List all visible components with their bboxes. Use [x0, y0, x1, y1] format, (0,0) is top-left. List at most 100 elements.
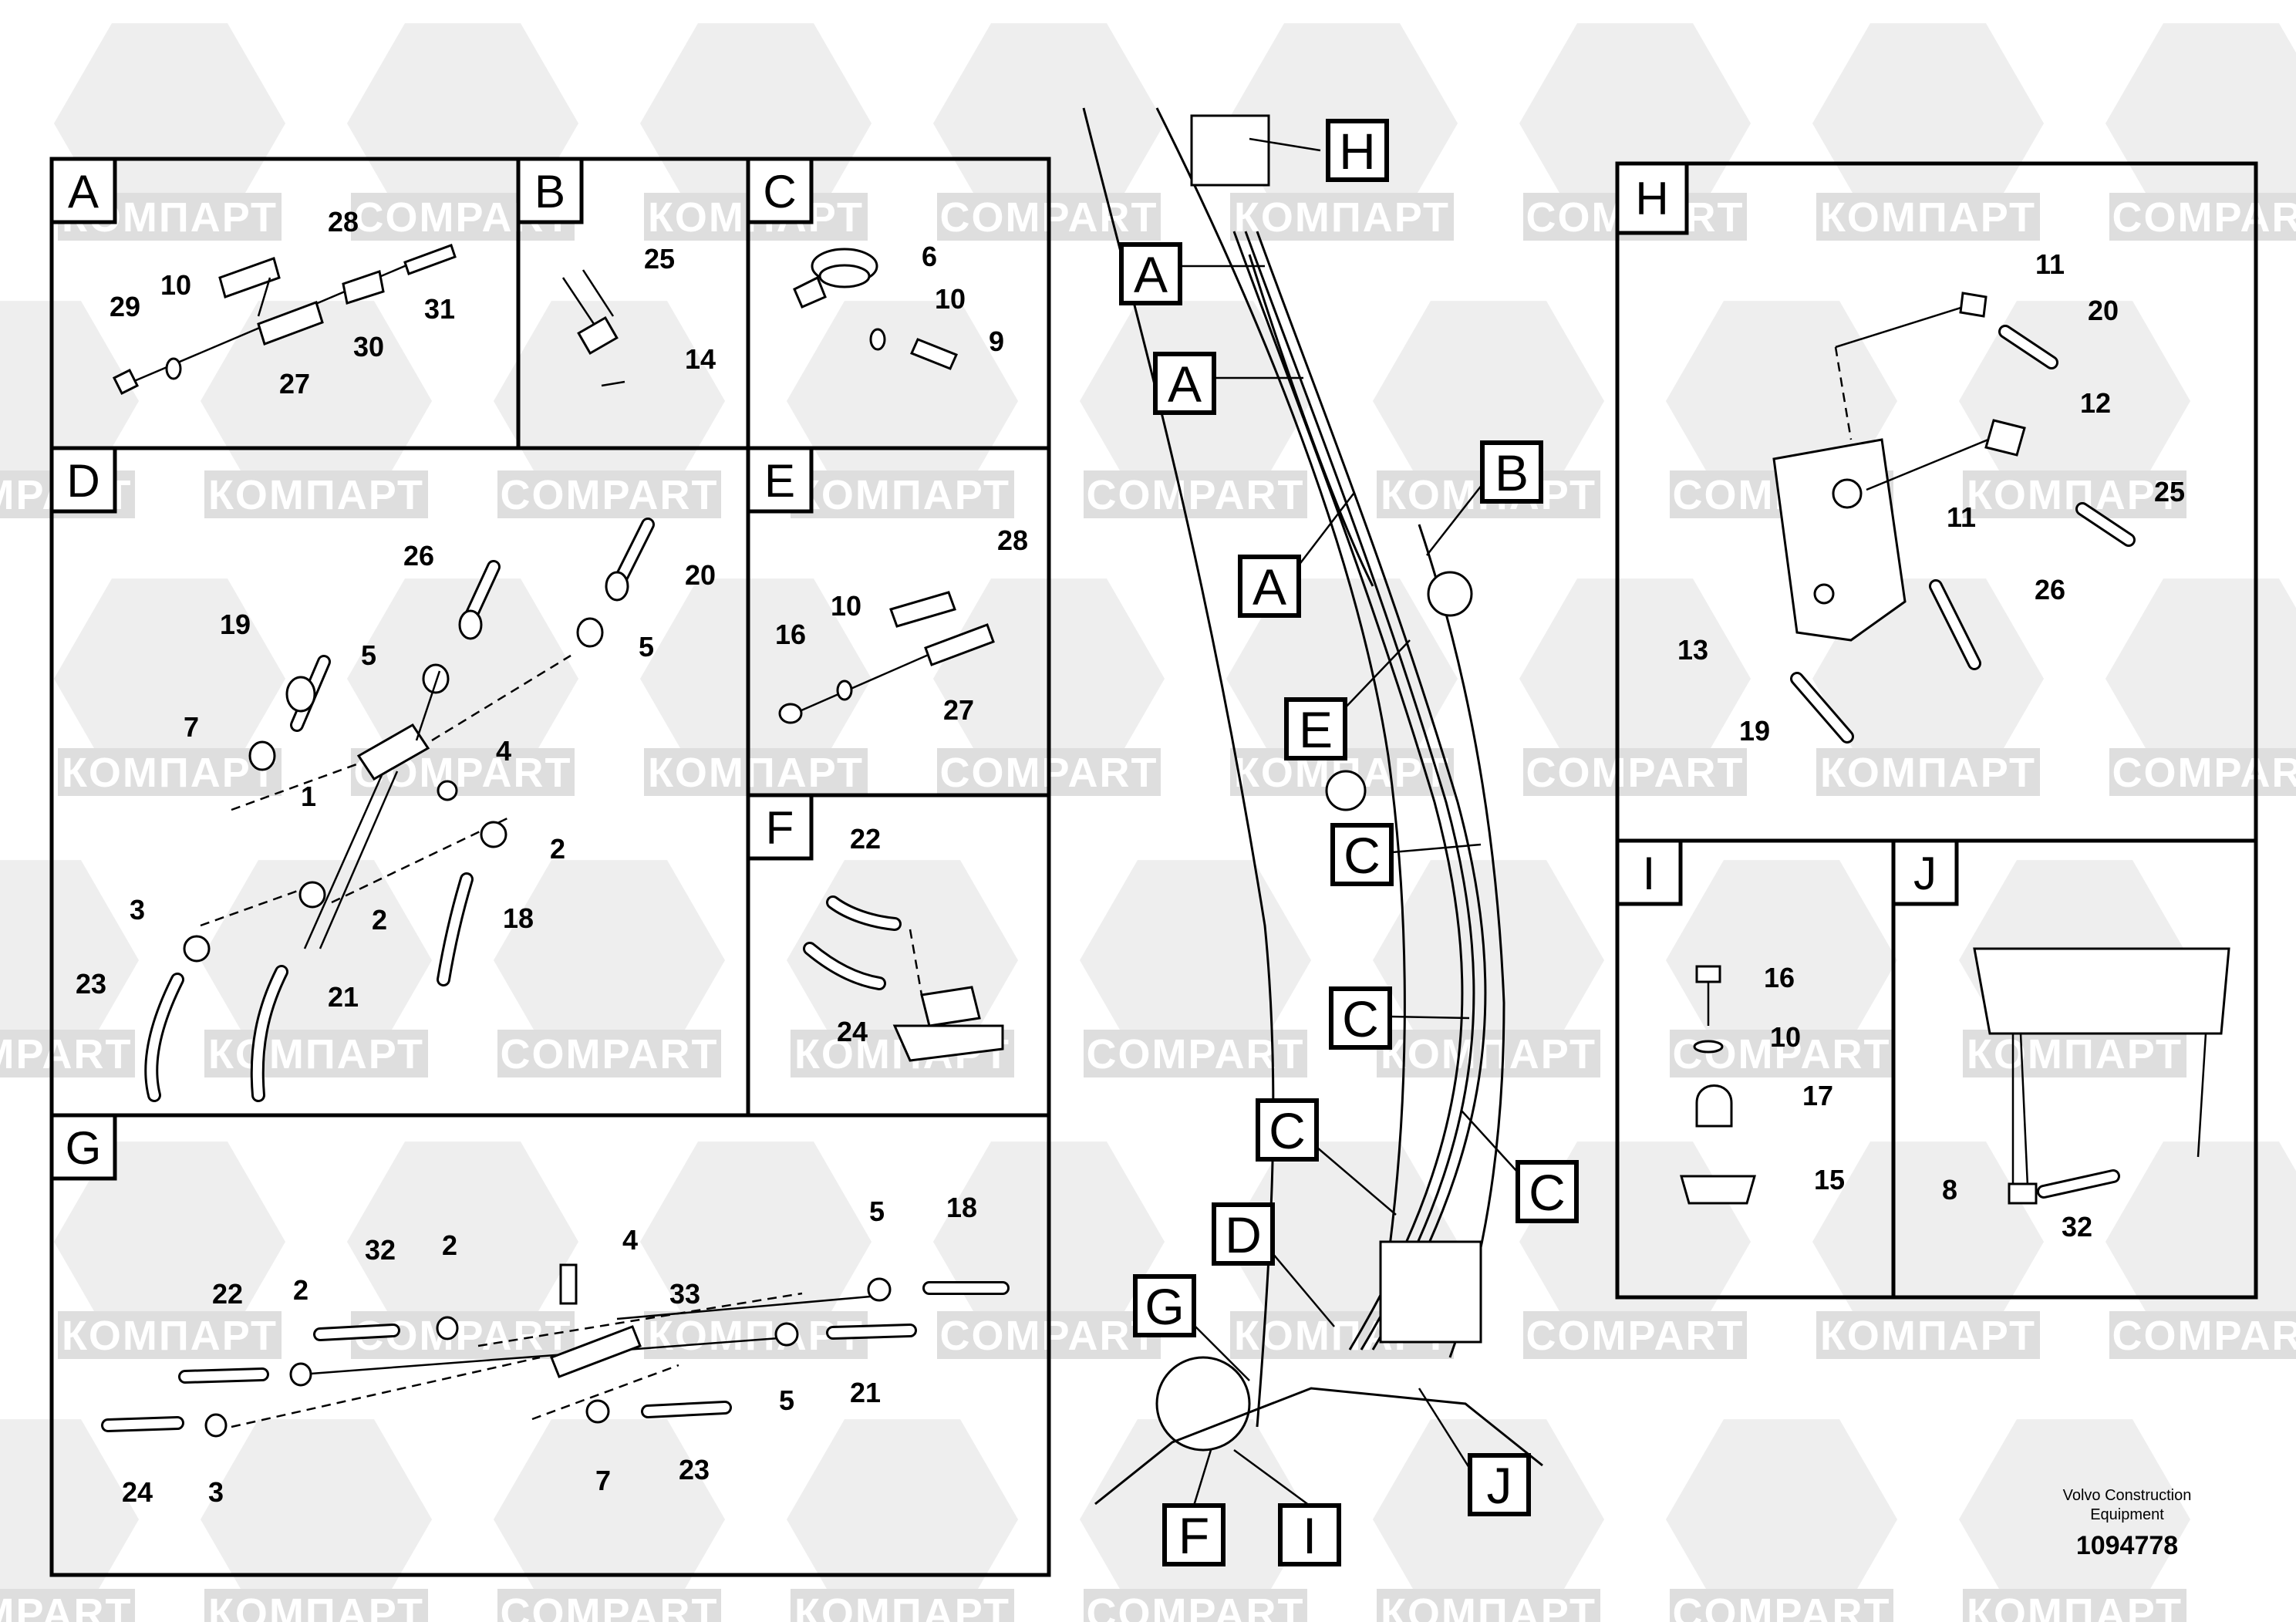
watermark-bar [1963, 470, 2186, 518]
callout-C: C [1256, 1098, 1319, 1162]
watermark-hex [201, 1419, 432, 1620]
panel-G-parts [101, 1263, 1010, 1438]
watermark-text: COMPART [501, 1590, 719, 1622]
part-number-G: 33 [669, 1278, 700, 1310]
part-number-D: 26 [403, 540, 434, 572]
part-number-G: 22 [212, 1278, 243, 1310]
watermark-bar [1670, 1589, 1893, 1622]
watermark-hex [2106, 23, 2296, 224]
watermark-text: КОМПАРТ [1381, 1031, 1596, 1077]
part-number-D: 7 [184, 711, 199, 743]
watermark-bar [497, 1030, 721, 1077]
callout-E: E [1284, 697, 1347, 760]
watermark-bar [644, 748, 868, 796]
watermark-hex [0, 1419, 139, 1620]
panel-tag-E: E [764, 455, 795, 507]
drawing-number: 1094778 [2076, 1531, 2178, 1560]
watermark-bar [2109, 193, 2296, 241]
watermark-hex [787, 1419, 1018, 1620]
part-number-D: 5 [361, 639, 376, 671]
watermark-hex [201, 860, 432, 1061]
watermark-bar [1084, 470, 1307, 518]
callout-C: C [1329, 986, 1392, 1050]
callout-label: F [1178, 1507, 1209, 1564]
part-number-D: 23 [76, 968, 106, 1000]
part-number-C: 6 [922, 241, 937, 272]
watermark-bar [791, 470, 1014, 518]
watermark-hex [1666, 860, 1897, 1061]
watermark-hex [347, 1141, 578, 1342]
part-number-E: 28 [997, 524, 1028, 556]
watermark-hex [1812, 1141, 2044, 1342]
part-number-H: 13 [1677, 634, 1708, 666]
callout-A: A [1119, 242, 1182, 305]
callout-D: D [1212, 1202, 1275, 1266]
part-number-G: 2 [293, 1274, 308, 1306]
watermark-text: COMPART [1526, 1313, 1745, 1359]
part-number-E: 10 [831, 590, 861, 622]
watermark-bar [0, 1030, 135, 1077]
watermark-text: COMPART [2112, 1313, 2296, 1359]
part-number-E: 16 [775, 619, 806, 650]
panel-A-parts [112, 244, 457, 396]
watermark-bar [1670, 1030, 1893, 1077]
part-number-I: 10 [1770, 1021, 1801, 1053]
watermark-hex [494, 860, 725, 1061]
panel-D-parts [144, 518, 655, 1102]
callout-G: G [1133, 1274, 1196, 1337]
watermark-bar [204, 470, 428, 518]
callout-label: B [1495, 444, 1529, 501]
watermark-text: COMPART [2112, 750, 2296, 796]
watermark-bar [1084, 1589, 1307, 1622]
part-number-H: 19 [1739, 715, 1770, 747]
part-number-D: 18 [503, 902, 534, 934]
watermark-bar [1816, 748, 2040, 796]
watermark-text: КОМПАРТ [1967, 1590, 2183, 1622]
watermark-text: КОМПАРТ [1967, 1031, 2183, 1077]
part-number-D: 4 [496, 735, 511, 767]
watermark-bar [1816, 1311, 2040, 1359]
callout-label: D [1225, 1206, 1262, 1263]
part-number-D: 3 [130, 894, 145, 926]
part-number-D: 2 [550, 833, 565, 865]
callout-label: C [1344, 827, 1381, 884]
watermark-bar [204, 1589, 428, 1622]
callout-label: A [1168, 356, 1202, 413]
part-number-G: 24 [122, 1476, 153, 1508]
callout-label: J [1487, 1457, 1512, 1514]
part-number-D: 2 [372, 904, 387, 936]
callout-label: G [1145, 1278, 1184, 1335]
watermark-bar [1084, 1030, 1307, 1077]
part-number-E: 27 [943, 694, 974, 726]
panel-tag-D: D [66, 455, 99, 507]
part-number-H: 25 [2154, 476, 2185, 508]
credit-block: Volvo Construction Equipment 1094778 [2063, 1487, 2192, 1560]
watermark-hex [54, 1141, 285, 1342]
watermark-hex [1666, 1419, 1897, 1620]
callout-A: A [1238, 555, 1301, 618]
panel-B-parts [561, 269, 625, 387]
watermark-bar [2109, 748, 2296, 796]
callout-label: C [1529, 1164, 1566, 1221]
watermark-text: КОМПАРТ [208, 1031, 424, 1077]
watermark-bar [58, 1311, 282, 1359]
part-number-J: 32 [2062, 1211, 2092, 1243]
watermark-bar [0, 1589, 135, 1622]
callout-label: A [1134, 246, 1168, 303]
watermark-text: КОМПАРТ [794, 472, 1010, 518]
watermark-text: КОМПАРТ [1967, 472, 2183, 518]
callout-H: H [1326, 119, 1389, 182]
credit-line-1: Volvo Construction [2063, 1487, 2192, 1504]
part-number-A: 30 [353, 331, 384, 363]
part-number-I: 15 [1814, 1164, 1845, 1195]
part-number-B: 14 [685, 343, 716, 375]
watermark-hex [640, 23, 872, 224]
watermark-bar [1816, 193, 2040, 241]
callout-label: A [1253, 558, 1286, 615]
watermark-hex [1519, 578, 1751, 779]
watermark-hex [0, 860, 139, 1061]
watermark-text: COMPART [1087, 1590, 1305, 1622]
watermark-bar [497, 470, 721, 518]
